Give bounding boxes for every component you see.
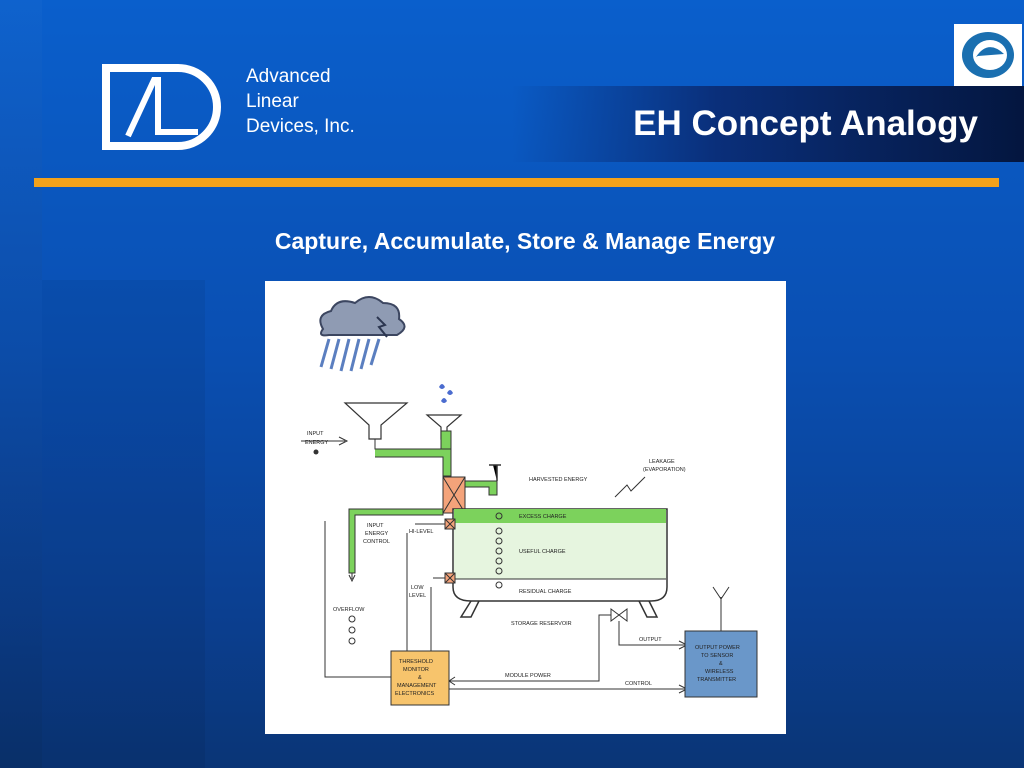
storm-cloud-icon	[319, 296, 406, 372]
control-wires	[324, 521, 445, 678]
label-excess-charge: EXCESS CHARGE	[519, 514, 567, 520]
label-output-power-4: WIRELESS	[705, 669, 734, 675]
energy-harvesting-diagram: INPUT ENERGY HARVESTED ENERGY LEAKAGE (E…	[265, 281, 786, 734]
output-power-box	[684, 630, 758, 698]
epad-badge	[954, 24, 1022, 86]
label-residual-charge: RESIDUAL CHARGE	[519, 589, 572, 595]
storage-outlet-valve	[610, 608, 628, 622]
leakage-arrow	[614, 476, 646, 498]
company-name: Advanced Linear Devices, Inc.	[246, 64, 355, 139]
title-bar	[512, 86, 1024, 162]
label-threshold-4: MANAGEMENT	[397, 683, 437, 689]
label-threshold-1: THRESHOLD	[399, 659, 433, 665]
label-useful-charge: USEFUL CHARGE	[519, 549, 566, 555]
company-line-1: Advanced	[246, 66, 331, 87]
company-line-2: Linear	[246, 91, 299, 112]
small-funnel-pipe	[440, 430, 452, 450]
slide-title: EH Concept Analogy	[633, 104, 978, 143]
charge-markers	[495, 512, 503, 589]
excess-charge-band	[454, 509, 666, 523]
label-output-power-3: &	[719, 661, 723, 667]
output-line	[618, 621, 689, 650]
useful-charge-band	[454, 523, 666, 579]
overflow-drop-arrow	[348, 573, 356, 583]
slide-subtitle: Capture, Accumulate, Store & Manage Ener…	[274, 228, 776, 254]
input-energy-arrow	[301, 436, 349, 446]
label-low-level-1: LOW	[411, 585, 424, 591]
label-output-power-5: TRANSMITTER	[697, 677, 736, 683]
label-low-level-2: LEVEL	[409, 593, 426, 599]
hi-level-sensor-cross	[444, 518, 456, 530]
label-overflow: OVERFLOW	[333, 607, 365, 613]
threshold-monitor-box	[390, 650, 450, 706]
overflow-pipe	[348, 508, 444, 574]
input-energy-marker	[313, 449, 319, 455]
label-threshold-2: MONITOR	[403, 667, 429, 673]
label-output: OUTPUT	[639, 637, 662, 643]
mid-shade-band	[42, 280, 205, 768]
label-leakage-2: (EVAPORATION)	[643, 467, 686, 473]
left-shade-band	[0, 0, 42, 768]
harvested-energy-pipe	[464, 480, 498, 496]
accent-rule	[34, 178, 999, 187]
overflow-markers	[348, 615, 356, 645]
label-leakage-1: LEAKAGE	[649, 459, 675, 465]
label-threshold-3: &	[418, 675, 422, 681]
label-harvested-energy: HARVESTED ENERGY	[529, 477, 588, 483]
label-input-energy-1: INPUT	[307, 431, 324, 437]
low-level-sensor-cross	[444, 572, 456, 584]
label-hi-level: HI-LEVEL	[409, 529, 433, 535]
water-drops-icon	[439, 384, 453, 403]
input-pipe	[374, 439, 452, 477]
label-input-energy-control-2: ENERGY	[365, 531, 389, 537]
label-output-power-2: TO SENSOR	[701, 653, 733, 659]
label-input-energy-2: ENERGY	[305, 440, 329, 446]
harvest-faucet	[489, 464, 501, 481]
label-threshold-5: ELECTRONICS	[395, 691, 434, 697]
company-line-3: Devices, Inc.	[246, 116, 355, 137]
label-module-power: MODULE POWER	[505, 673, 551, 679]
label-storage-reservoir: STORAGE RESERVOIR	[511, 621, 572, 627]
ald-logo	[102, 64, 221, 150]
harvest-valve-cross	[442, 476, 466, 514]
label-input-energy-control-3: CONTROL	[363, 539, 390, 545]
large-funnel	[343, 402, 409, 440]
label-output-power-1: OUTPUT POWER	[695, 645, 740, 651]
label-input-energy-control-1: INPUT	[367, 523, 384, 529]
antenna-icon	[712, 586, 730, 631]
label-control: CONTROL	[625, 681, 652, 687]
tank-legs	[459, 600, 659, 618]
